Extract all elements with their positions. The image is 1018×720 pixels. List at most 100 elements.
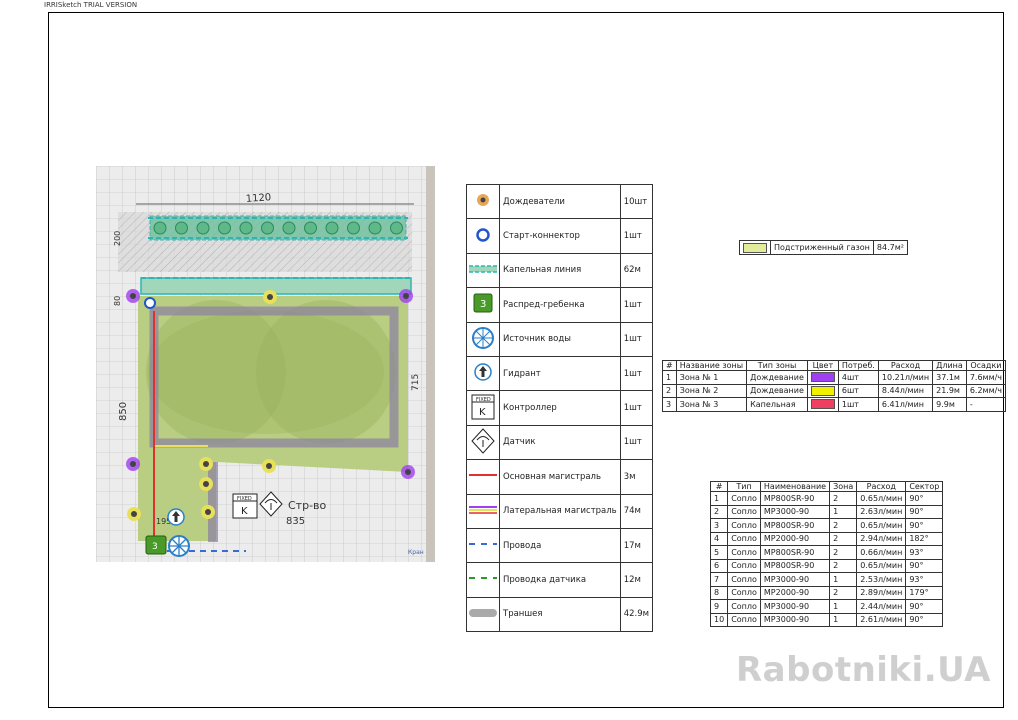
zones-header: Цвет: [806, 360, 839, 371]
site-plan[interactable]: 1120 200 80 850 715 835 195 Стр-во Кран …: [96, 166, 435, 562]
zone-name-cell: Зона № 3: [675, 397, 748, 412]
nozzle-cell: 0.65л/мин: [856, 558, 907, 573]
drip-emitter-icon: [368, 221, 382, 235]
nozzles-header: Расход: [856, 481, 907, 492]
nozzle-cell: Сопло: [727, 518, 761, 533]
trial-version-label: IRRISketch TRIAL VERSION: [44, 1, 138, 9]
sprinkler-icon[interactable]: [199, 457, 213, 471]
sprinkler-icon[interactable]: [399, 289, 413, 303]
zone-n-cell: 1: [662, 370, 677, 385]
zone-length-cell: 9.9м: [932, 397, 967, 412]
zone-color-cell: [806, 383, 839, 398]
nozzle-cell: MP3000-90: [759, 599, 831, 614]
nozzle-cell: 1: [829, 504, 858, 519]
house-label: Стр-во: [288, 499, 327, 512]
nozzle-cell: 2.53л/мин: [856, 572, 907, 587]
dimension-small-text: 195: [156, 517, 171, 526]
nozzle-cell: 2.44л/мин: [856, 599, 907, 614]
hydrant-icon[interactable]: [167, 508, 185, 526]
nozzle-cell: Сопло: [727, 504, 761, 519]
lawn-area: 84.7м²: [872, 240, 908, 255]
legend-quantity: 3м: [619, 459, 654, 495]
nozzles-header: Наименование: [759, 481, 831, 492]
zone-length-cell: 37.1м: [932, 370, 967, 385]
legend-label: Источник воды: [499, 321, 621, 357]
drip-emitter-icon: [325, 221, 339, 235]
nozzle-cell: 5: [709, 545, 729, 560]
zone-type-cell: Капельная: [746, 397, 808, 412]
nozzle-cell: 2.94л/мин: [856, 531, 907, 546]
nozzle-cell: MP3000-90: [759, 572, 831, 587]
zone-count-cell: 4шт: [837, 370, 879, 385]
drip-emitter-icon: [175, 221, 188, 235]
nozzle-cell: 90°: [905, 612, 944, 627]
nozzle-cell: 3: [709, 518, 729, 533]
lawn-swatch: [743, 242, 767, 253]
sprinkler-icon[interactable]: [126, 457, 140, 471]
spray-coverage: [148, 310, 384, 434]
nozzle-cell: 2.89л/мин: [856, 585, 907, 600]
sprinkler-icon[interactable]: [262, 459, 276, 473]
sensor-icon[interactable]: [259, 491, 283, 517]
zones-header: Тип зоны: [746, 360, 808, 371]
nozzle-cell: 1: [709, 491, 729, 506]
nozzle-cell: 10: [709, 612, 729, 627]
zone-length-cell: 21.9м: [932, 383, 967, 398]
zone-color-cell: [806, 370, 839, 385]
watermark: Rabotniki.UA: [736, 650, 991, 690]
drip-emitters: [153, 221, 403, 235]
drip-emitter-icon: [282, 221, 296, 235]
sprinkler-icon[interactable]: [201, 505, 215, 519]
sprinkler-icon[interactable]: [199, 477, 213, 491]
zone-color-cell: [806, 397, 839, 412]
svg-text:K: K: [241, 506, 248, 517]
sprinkler-icon[interactable]: [126, 289, 140, 303]
start-connector-icon[interactable]: [144, 297, 156, 309]
zone-color-swatch: [810, 385, 835, 396]
nozzle-cell: 179°: [905, 585, 944, 600]
legend-quantity: 62м: [619, 252, 654, 289]
sprinkler-icon: [477, 194, 489, 207]
zone-type-cell: Дождевание: [746, 370, 808, 385]
controller-icon[interactable]: FIXED K: [232, 493, 258, 519]
legend-quantity: 1шт: [619, 355, 654, 392]
nozzle-cell: MP800SR-90: [759, 518, 831, 533]
nozzle-cell: MP800SR-90: [759, 545, 831, 560]
svg-text:FIXED: FIXED: [237, 496, 252, 502]
start-connector-icon: [476, 227, 490, 242]
drip-emitter-icon: [239, 221, 253, 235]
nozzle-cell: 9: [709, 599, 729, 614]
zone-type-cell: Дождевание: [746, 383, 808, 398]
zones-header: Потреб.: [837, 360, 879, 371]
sprinkler-icon[interactable]: [401, 465, 415, 479]
nozzle-cell: 90°: [905, 558, 944, 573]
zone-n-cell: 3: [662, 397, 677, 412]
hydrant-icon: [474, 363, 492, 381]
legend-symbol-cell: [466, 183, 500, 220]
drip-zone[interactable]: [149, 215, 407, 241]
nozzle-cell: Сопло: [727, 531, 761, 546]
nozzle-cell: 2: [829, 585, 858, 600]
nozzle-cell: MP3000-90: [759, 504, 831, 519]
nozzle-cell: 2: [829, 518, 858, 533]
nozzles-header: Зона: [829, 481, 858, 492]
sprinkler-icon[interactable]: [263, 290, 277, 304]
nozzle-cell: 6: [709, 558, 729, 573]
legend-symbol-cell: [466, 424, 500, 461]
water-source-icon[interactable]: [168, 535, 190, 557]
legend-quantity: 1шт: [619, 287, 654, 323]
spray-coverage: [256, 300, 396, 444]
manifold-icon[interactable]: 3: [145, 535, 167, 555]
corner-note: Кран: [408, 549, 424, 556]
sprinkler-icon[interactable]: [127, 507, 141, 521]
legend-quantity: 10шт: [619, 183, 654, 220]
svg-text:FIXED: FIXED: [476, 397, 491, 403]
nozzle-cell: Сопло: [727, 558, 761, 573]
nozzle-cell: 7: [709, 572, 729, 587]
